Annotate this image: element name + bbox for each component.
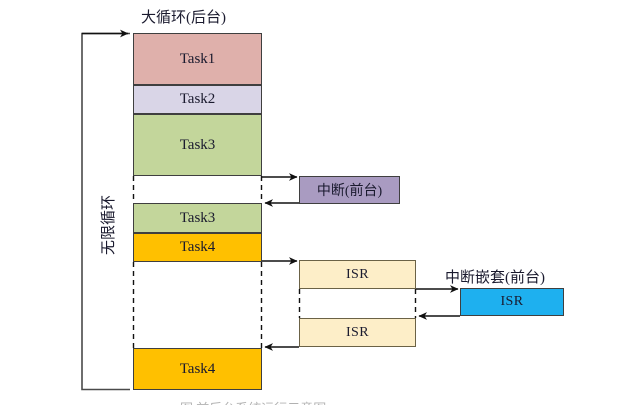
figure-caption-clipped: 图 前后台系统运行示意图 bbox=[180, 398, 500, 405]
isr-box-nested: ISR bbox=[460, 288, 564, 316]
nested-interrupt-title: 中断嵌套(前台) bbox=[445, 270, 545, 286]
isr-box-upper: ISR bbox=[299, 260, 416, 289]
task-block-task4-first: Task4 bbox=[133, 233, 262, 262]
task-block-task3-resumed: Task3 bbox=[133, 203, 262, 233]
task-block-task4-resumed: Task4 bbox=[133, 348, 262, 390]
task-block-task2: Task2 bbox=[133, 85, 262, 114]
task-block-task3-first: Task3 bbox=[133, 114, 262, 176]
infinite-loop-label: 无限循环 bbox=[101, 194, 117, 255]
interrupt-box: 中断(前台) bbox=[299, 176, 400, 204]
big-loop-title: 大循环(后台) bbox=[141, 10, 226, 26]
task-block-task1: Task1 bbox=[133, 33, 262, 85]
isr-box-lower: ISR bbox=[299, 318, 416, 347]
